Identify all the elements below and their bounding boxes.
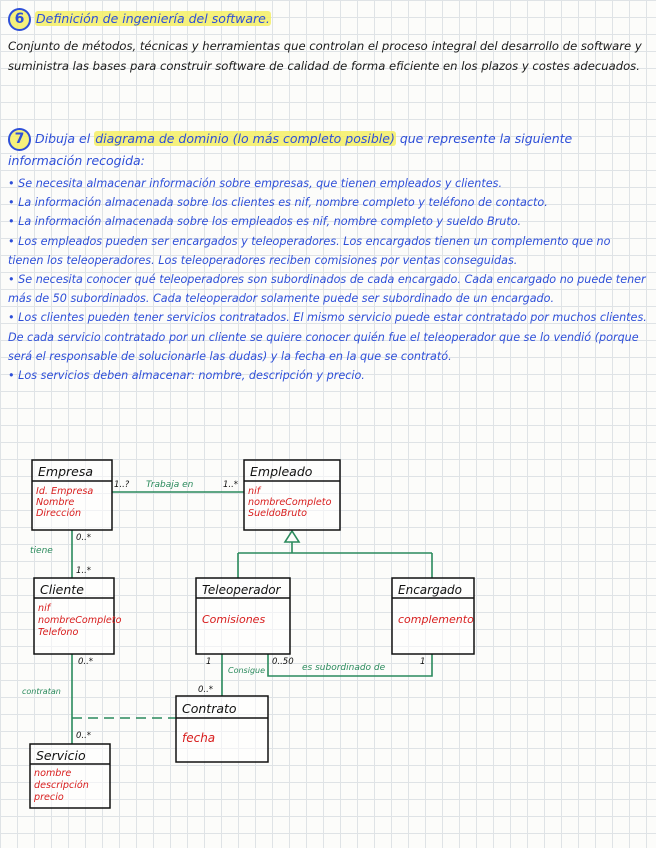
bullet-item: • Se necesita almacenar información sobr… (8, 177, 503, 190)
q7-title-post: que represente la siguiente información … (8, 131, 573, 168)
attr-cliente-nif: nif (38, 603, 52, 614)
attr-empresa-direccion: Dirección (36, 507, 81, 519)
mult-empresa-empleado-right: 1..* (223, 480, 238, 490)
connectors (71, 491, 433, 744)
label-trabaja-en: Trabaja en (146, 480, 194, 490)
attr-teleoperador-comisiones: Comisiones (202, 613, 265, 626)
label-tiene: tiene (30, 546, 53, 556)
mult-servicio-contratan: 0..* (76, 731, 91, 741)
attr-empresa-nombre: Nombre (36, 497, 74, 508)
label-contratan: contratan (22, 687, 61, 696)
label-es-subordinado-de: es subordinado de (302, 663, 386, 673)
attr-empleado-nombre: nombreCompleto (248, 497, 332, 508)
mult-empresa-tiene: 0..* (76, 533, 91, 543)
class-empleado (243, 459, 341, 531)
mult-cliente-tiene: 1..* (76, 566, 91, 576)
bullet-item: • La información almacenada sobre los em… (8, 215, 522, 229)
assoc-teleoperador-encargado (267, 654, 433, 677)
bullet-item: • Se necesita conocer qué teleoperadores… (8, 273, 646, 306)
q7-title-pre: Dibuja el (35, 131, 91, 146)
class-contrato (175, 695, 269, 763)
mult-teleop-sub: 0..50 (272, 657, 294, 667)
q7-title: 7 Dibuja el diagrama de dominio (lo más c… (8, 128, 648, 171)
bullet-item: • La información almacenada sobre los cl… (8, 196, 548, 210)
attr-servicio-descripcion: descripción (34, 779, 89, 791)
q7-number-circle: 7 (8, 128, 31, 151)
bullet-item: • Los empleados pueden ser encargados y … (8, 234, 611, 267)
mult-empresa-empleado-left: 1..? (114, 480, 130, 490)
attr-cliente-telefono: Telefono (38, 627, 78, 638)
class-cliente (33, 577, 115, 655)
class-name-teleoperador: Teleoperador (202, 583, 282, 597)
label-consigue: Consigue (228, 666, 265, 675)
attr-empresa-id: Id. Empresa (36, 486, 93, 497)
class-name-contrato: Contrato (182, 701, 237, 716)
attr-empleado-sueldo: SueldoBruto (248, 508, 307, 519)
class-servicio (29, 743, 111, 809)
q6-number-circle: 6 (8, 8, 31, 31)
attr-cliente-nombre: nombreCompleto (38, 615, 122, 626)
bullet-item: • Los servicios deben almacenar: nombre,… (8, 369, 365, 383)
class-empresa (31, 459, 113, 531)
bullet-item: • Los clientes pueden tener servicios co… (8, 311, 647, 363)
attr-servicio-nombre: nombre (34, 768, 71, 779)
mult-cliente-contratan: 0..* (78, 657, 93, 667)
inheritance-triangle-icon (283, 529, 301, 543)
class-teleoperador (195, 577, 291, 655)
q7-bullets: • Se necesita almacenar información sobr… (8, 174, 648, 385)
q6-title: 6 Definición de ingeniería del software. (8, 8, 271, 31)
class-name-servicio: Servicio (36, 748, 86, 763)
attr-encargado-complemento: complemento (398, 613, 474, 626)
q6-answer: Conjunto de métodos, técnicas y herramie… (8, 39, 642, 73)
class-name-empresa: Empresa (38, 464, 93, 479)
attr-empleado-nif: nif (248, 486, 262, 497)
mult-contrato-consigue: 0..* (198, 685, 213, 695)
class-encargado (391, 577, 475, 655)
class-name-encargado: Encargado (398, 583, 462, 597)
q6-title-text: Definición de ingeniería del software. (35, 11, 271, 26)
mult-teleop-consigue: 1 (206, 657, 211, 667)
mult-encargado-sub: 1 (420, 657, 425, 667)
class-name-empleado: Empleado (250, 464, 313, 479)
q7-title-highlight: diagrama de dominio (lo más completo pos… (94, 131, 396, 146)
class-name-cliente: Cliente (40, 582, 84, 597)
attr-contrato-fecha: fecha (182, 731, 215, 745)
attr-servicio-precio: precio (33, 792, 64, 803)
